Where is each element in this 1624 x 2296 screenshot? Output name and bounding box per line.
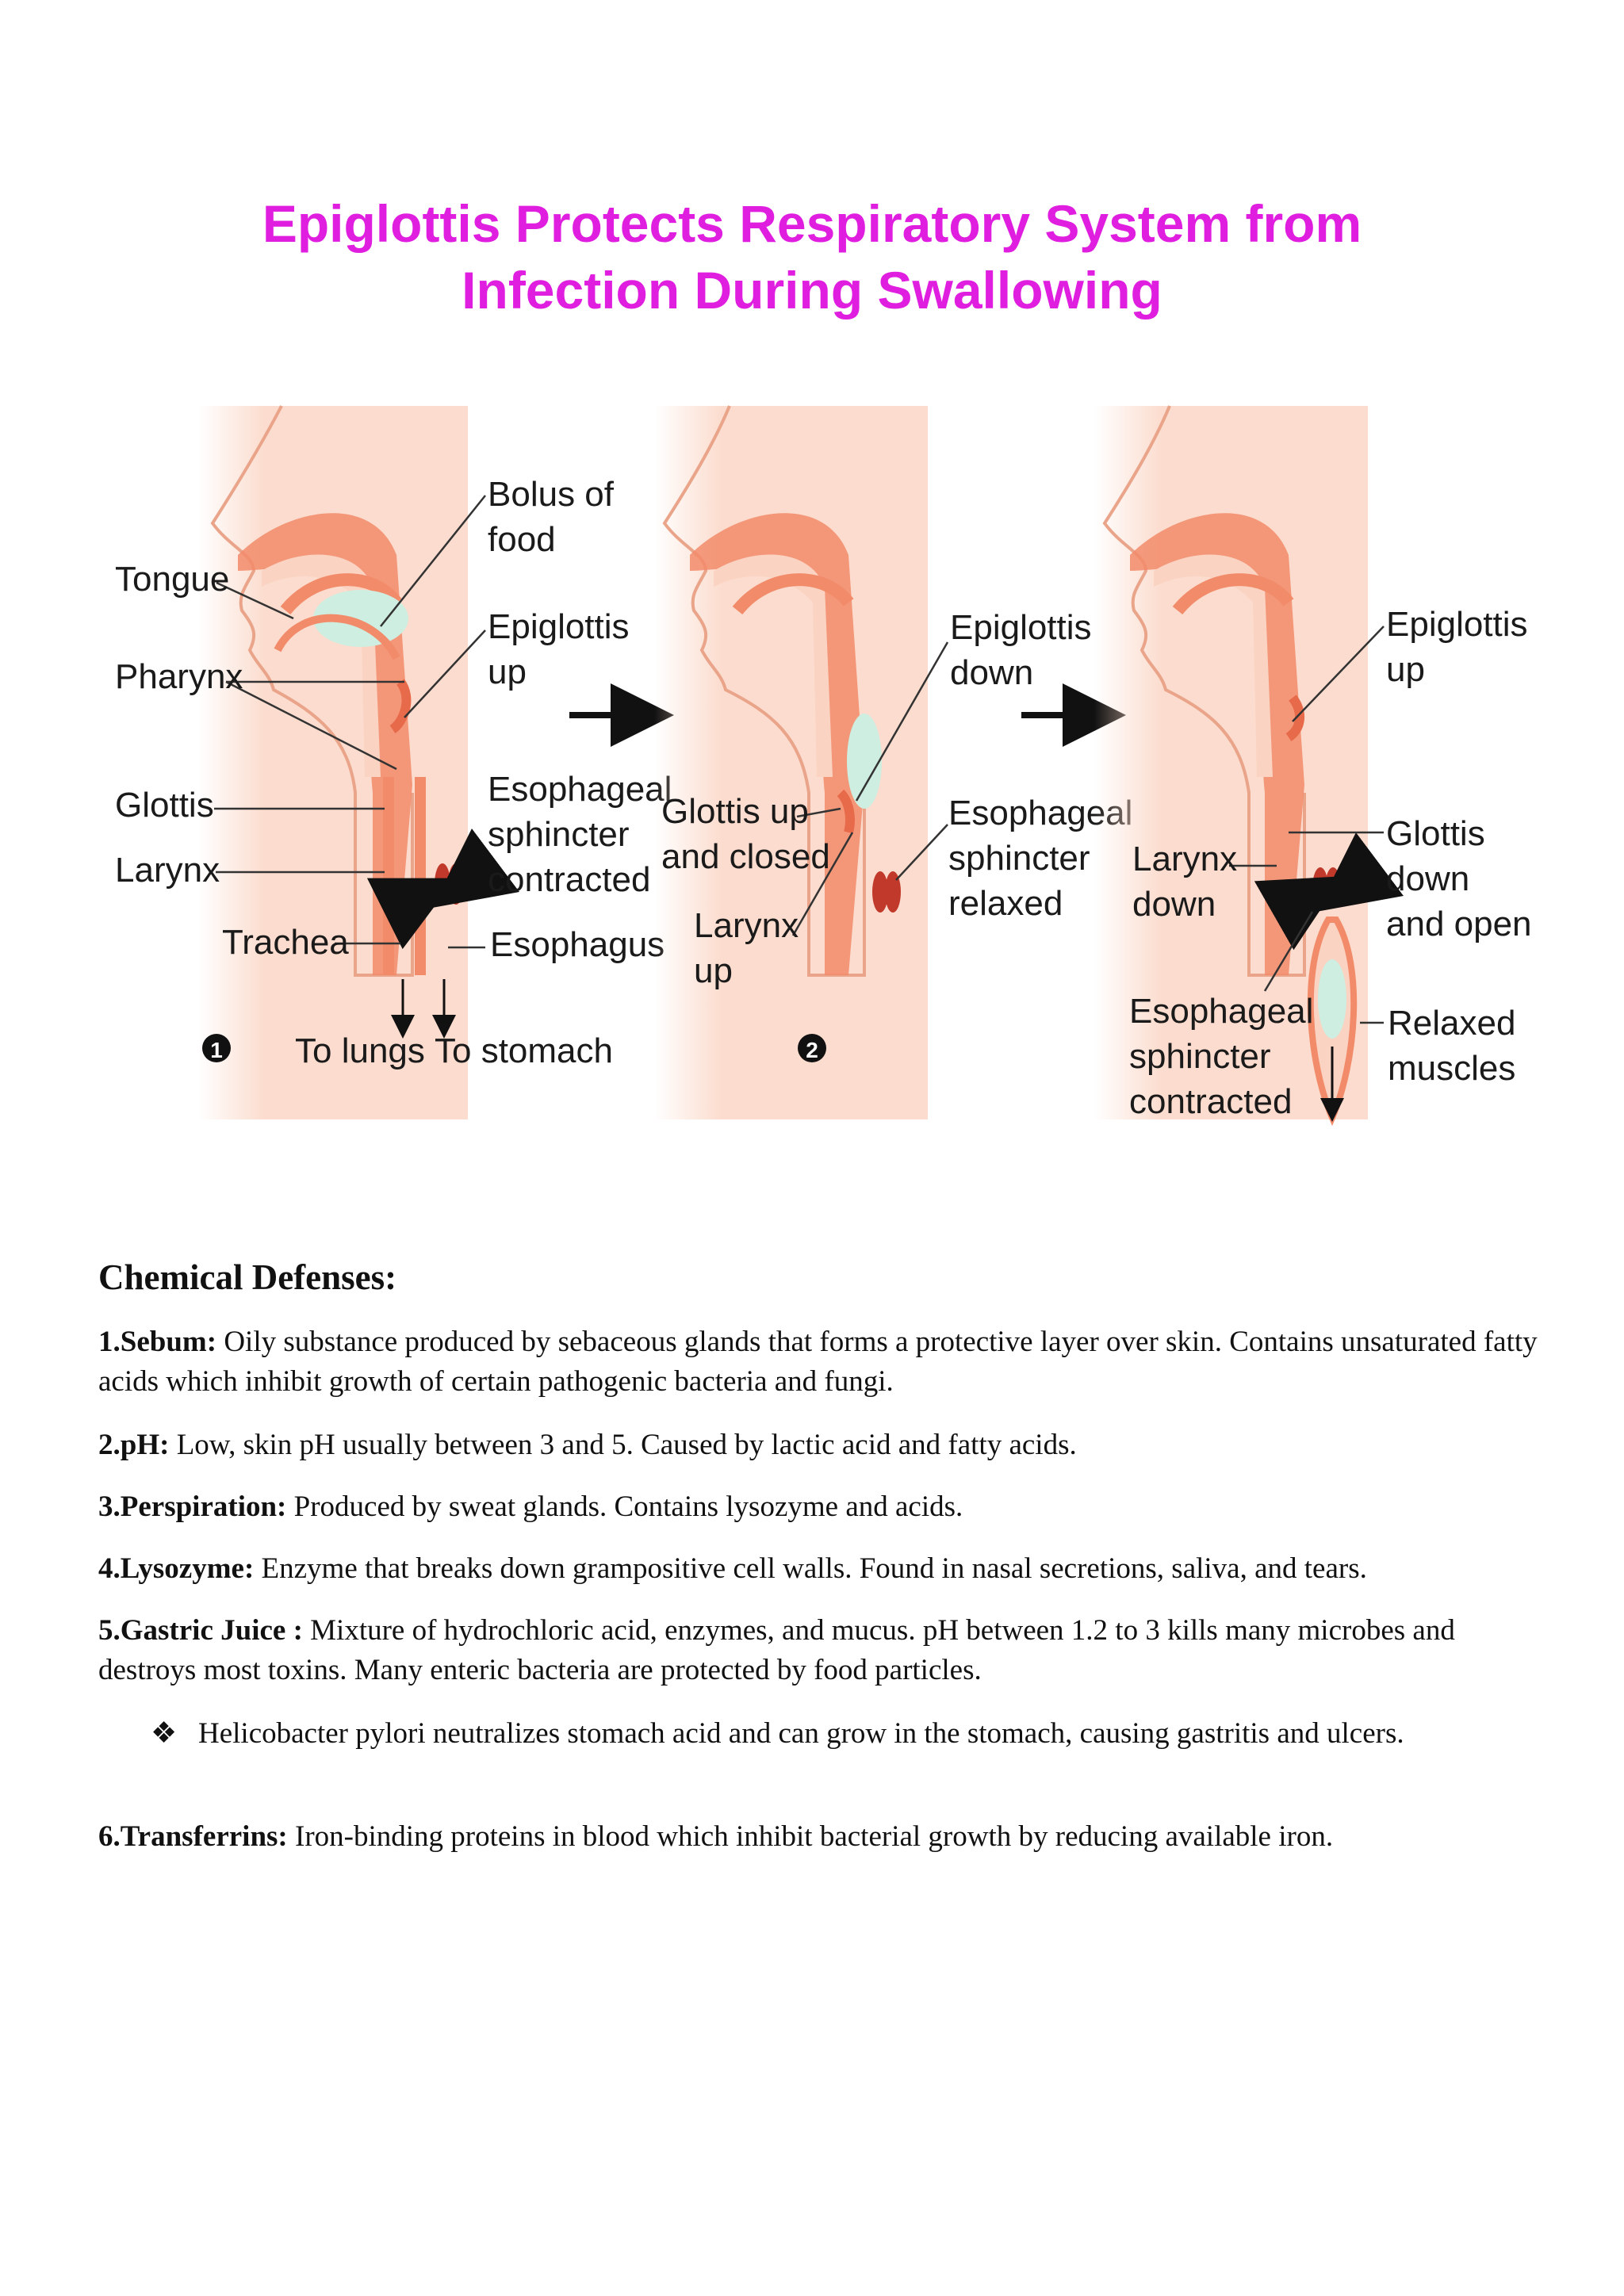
defense-text: Enzyme that breaks down grampositive cel… [254, 1552, 1367, 1585]
defense-term: 1.Sebum: [98, 1326, 216, 1358]
defense-text: Produced by sweat glands. Contains lysoz… [286, 1490, 963, 1523]
defense-text: Iron-binding proteins in blood which inh… [288, 1820, 1333, 1853]
panel-2-step-number: 2 [806, 1038, 818, 1062]
defense-term: 4.Lysozyme: [98, 1552, 254, 1585]
panel-1-label-glottis: Glottis [115, 786, 214, 825]
panel-1-label-epiglottis-1: Epiglottis [488, 607, 630, 646]
panel-1-label-epiglottis-2: up [488, 652, 527, 691]
panel-2-label-sphincter-3: relaxed [948, 884, 1063, 923]
diamond-bullet-icon: ❖ [151, 1714, 182, 1754]
panel-2: Glottis up and closed Larynx up Epiglott… [654, 406, 1132, 1119]
panel-3-label-larynx-1: Larynx [1132, 840, 1237, 878]
panel-1-label-larynx: Larynx [115, 851, 220, 890]
defense-item-gastric-juice: 5.Gastric Juice : Mixture of hydrochlori… [98, 1611, 1549, 1690]
panel-3-label-epiglottis-2: up [1386, 650, 1425, 689]
defense-text: Low, skin pH usually between 3 and 5. Ca… [169, 1429, 1076, 1461]
panel-1-step-number: 1 [210, 1038, 223, 1062]
panel-3-label-sphincter-2: sphincter [1129, 1037, 1271, 1076]
defense-term: 2.pH: [98, 1429, 169, 1461]
panel-1: Tongue Pharynx Glottis Larynx Trachea Bo… [115, 406, 672, 1119]
panel-2-label-sphincter-2: sphincter [948, 839, 1090, 878]
panel-2-label-larynx-1: Larynx [694, 906, 799, 945]
panel-3-label-relaxed-1: Relaxed [1388, 1004, 1515, 1043]
panel-2-background [654, 406, 928, 1119]
defense-item-lysozyme: 4.Lysozyme: Enzyme that breaks down gram… [98, 1549, 1549, 1589]
defense-text: Oily substance produced by sebaceous gla… [98, 1326, 1538, 1398]
swallowing-diagram: Tongue Pharynx Glottis Larynx Trachea Bo… [0, 0, 1624, 1142]
panel-3-label-larynx-2: down [1132, 885, 1216, 924]
panel-1-label-bolus-2: food [488, 520, 556, 559]
panel-3-label-glottis-1: Glottis [1386, 814, 1485, 853]
defense-item-transferrins: 6.Transferrins: Iron-binding proteins in… [98, 1817, 1549, 1857]
panel-1-label-trachea: Trachea [222, 923, 349, 962]
panel-1-label-esophagus: Esophagus [490, 925, 665, 964]
panel-1-background [198, 406, 468, 1119]
panel-2-label-larynx-2: up [694, 951, 733, 990]
panel-2-label-glottis-2: and closed [661, 837, 830, 876]
panel-3-sphincter-right [1325, 867, 1341, 909]
bullet-text: Helicobacter pylori neutralizes stomach … [198, 1714, 1499, 1754]
panel-2-label-epiglottis-1: Epiglottis [950, 608, 1092, 647]
panel-2-label-epiglottis-2: down [950, 653, 1033, 692]
defense-item-sebum: 1.Sebum: Oily substance produced by seba… [98, 1322, 1549, 1402]
panel-1-label-sphincter-3: contracted [488, 860, 650, 899]
panel-1-label-sphincter-1: Esophageal [488, 770, 672, 809]
panel-1-sphincter-right [448, 863, 464, 905]
defense-item-perspiration: 3.Perspiration: Produced by sweat glands… [98, 1487, 1549, 1527]
panel-3-label-sphincter-3: contracted [1129, 1082, 1292, 1121]
panel-3-label-glottis-2: down [1386, 859, 1469, 898]
panel-1-label-bolus-1: Bolus of [488, 475, 615, 514]
defense-term: 3.Perspiration: [98, 1490, 286, 1523]
section-heading: Chemical Defenses: [98, 1257, 396, 1298]
panel-3: Epiglottis up Glottis down and open Lary… [1094, 406, 1532, 1121]
defense-term: 6.Transferrins: [98, 1820, 288, 1853]
defense-term: 5.Gastric Juice : [98, 1614, 303, 1647]
panel-1-label-to-lungs: To lungs [295, 1031, 425, 1070]
panel-1-label-tongue: Tongue [115, 560, 229, 599]
panel-3-label-epiglottis-1: Epiglottis [1386, 605, 1528, 644]
panel-1-label-to-stomach: To stomach [435, 1031, 613, 1070]
panel-1-label-sphincter-2: sphincter [488, 815, 630, 854]
panel-3-bolus [1318, 959, 1346, 1039]
defense-item-ph: 2.pH: Low, skin pH usually between 3 and… [98, 1425, 1549, 1465]
helicobacter-bullet: ❖ Helicobacter pylori neutralizes stomac… [151, 1714, 1499, 1754]
panel-3-label-sphincter-1: Esophageal [1129, 992, 1313, 1031]
panel-2-bolus [847, 714, 882, 809]
panel-3-label-glottis-3: and open [1386, 905, 1532, 943]
panel-2-label-glottis-1: Glottis up [661, 792, 809, 831]
panel-3-label-relaxed-2: muscles [1388, 1049, 1515, 1088]
panel-1-label-pharynx: Pharynx [115, 657, 243, 696]
